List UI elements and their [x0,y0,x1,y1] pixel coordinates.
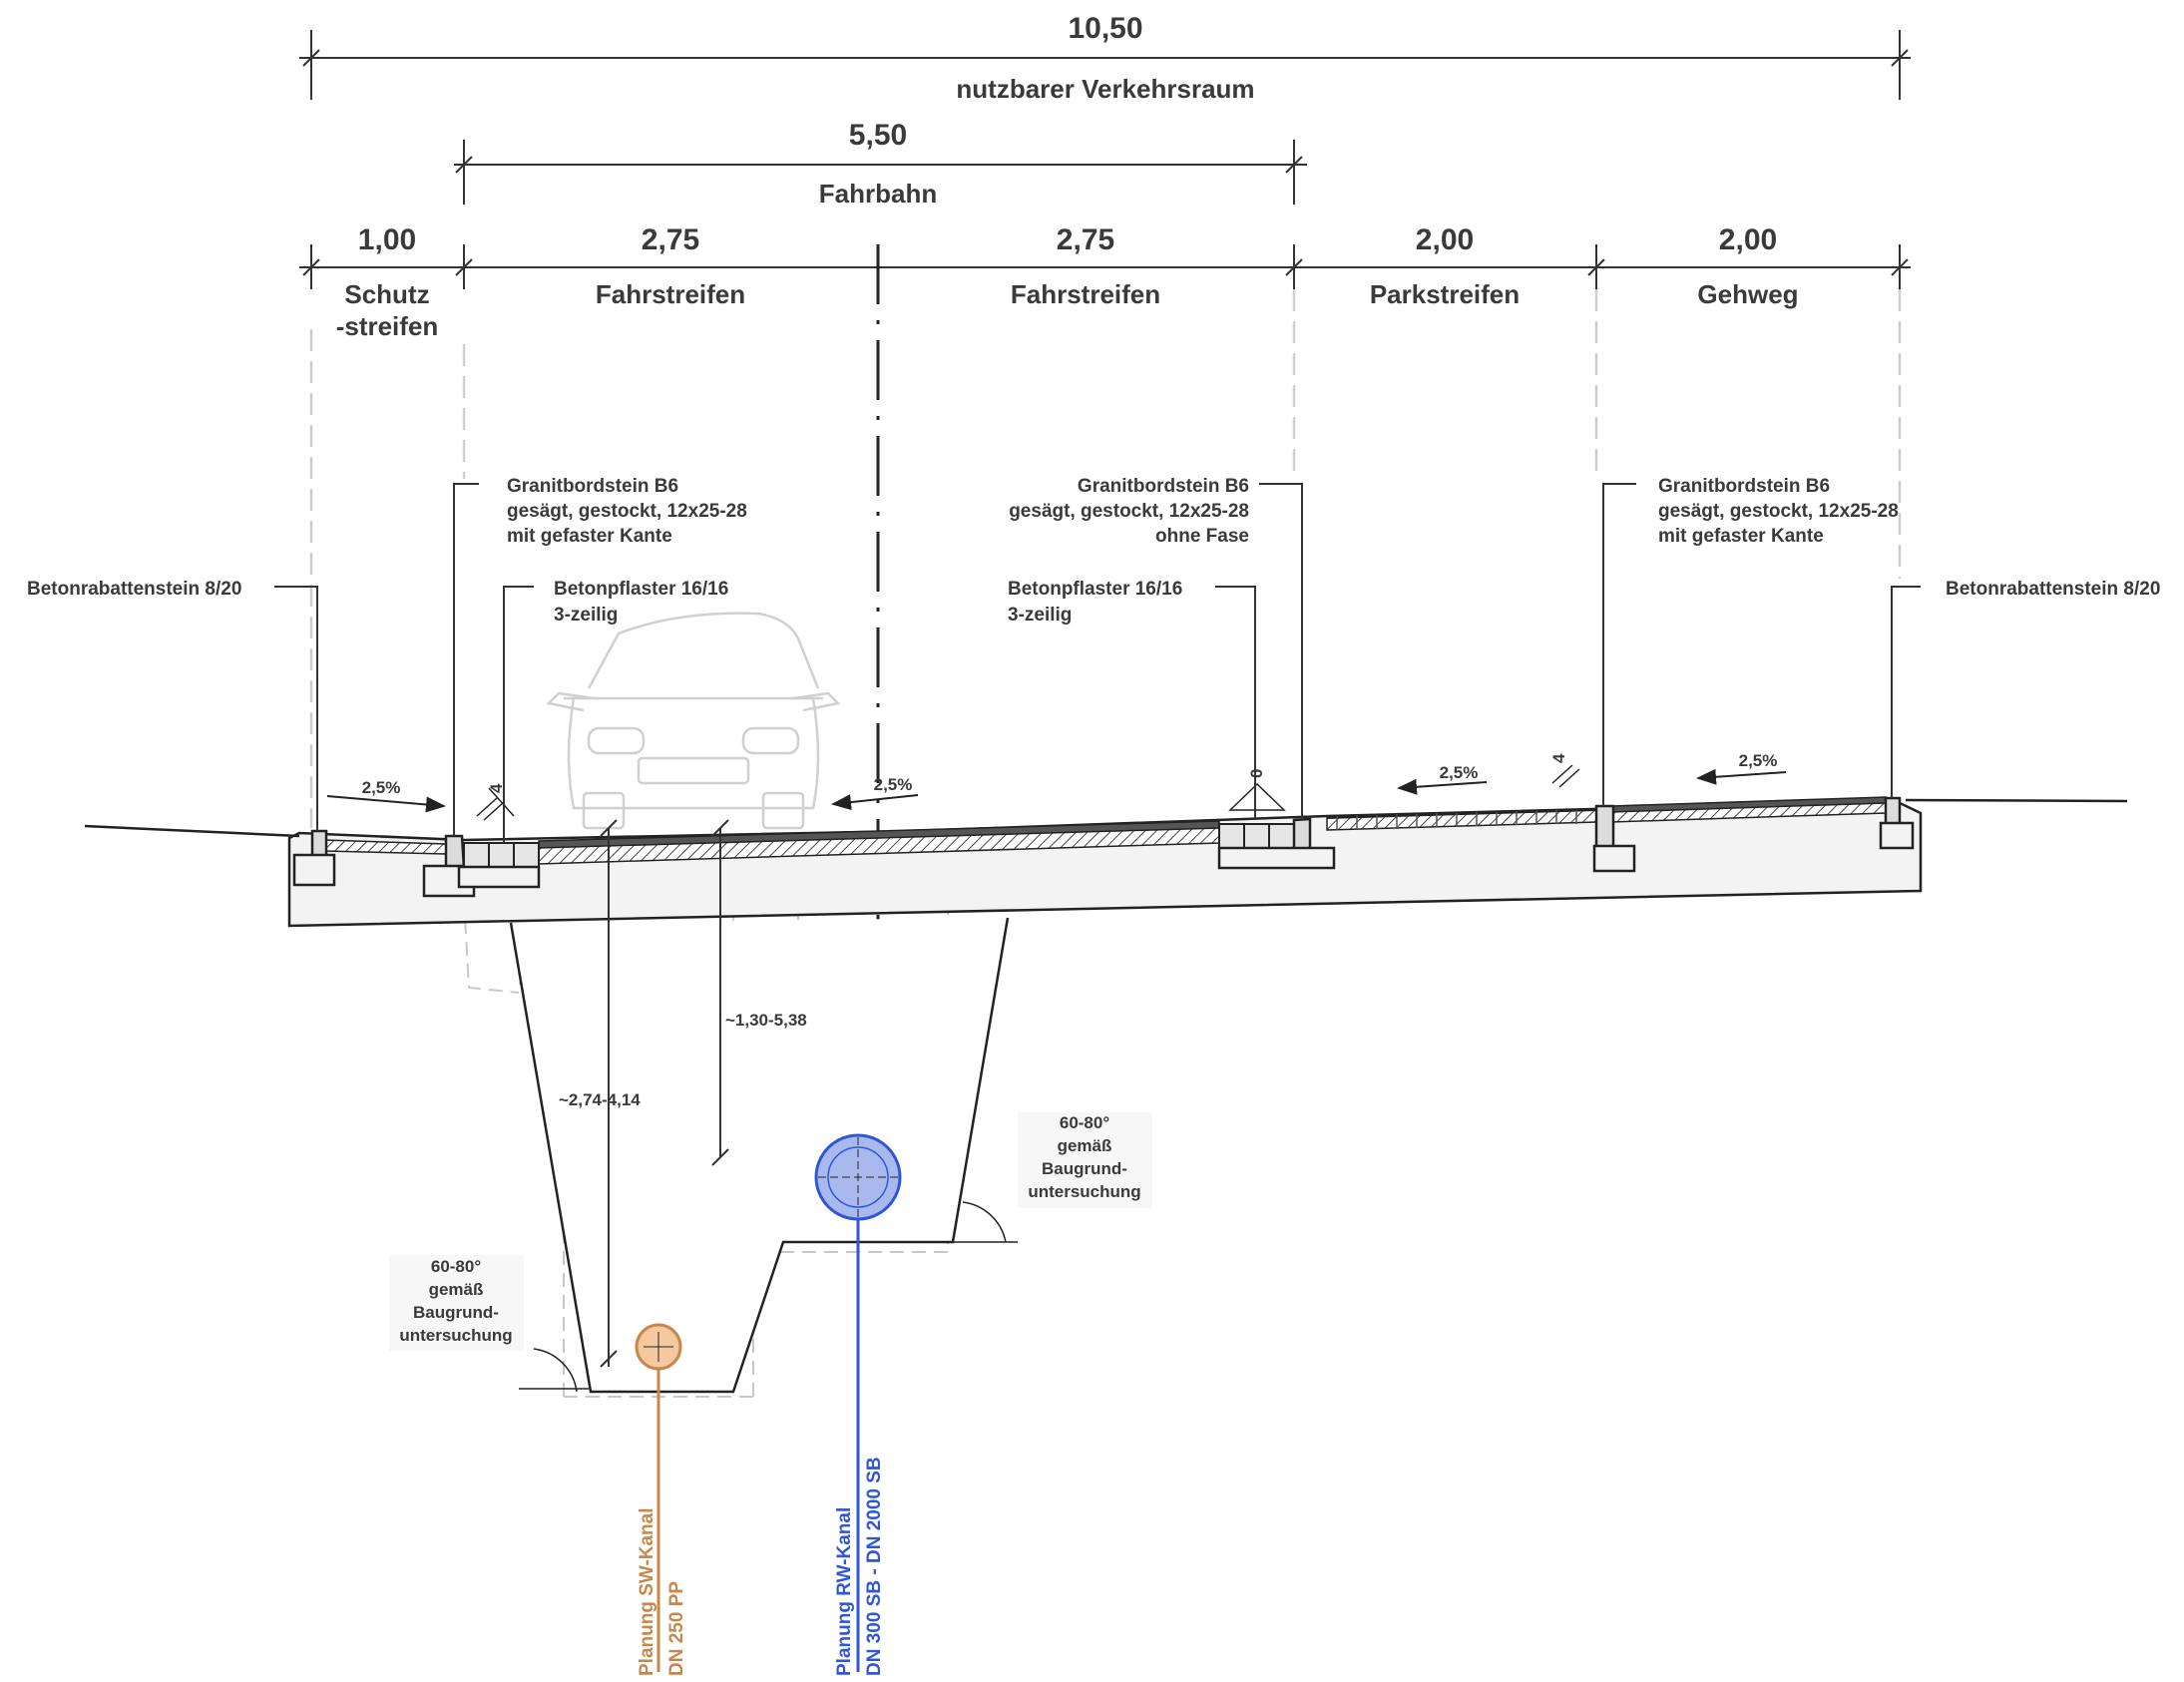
annotation-paving-left: Betonpflaster 16/16 3-zeilig [554,579,728,626]
reveal-middle: 0 [1247,769,1266,778]
segment-label-lane-left: Fahrstreifen [596,279,745,309]
reveal-right: 4 [1549,753,1568,763]
svg-text:Granitbordstein B6: Granitbordstein B6 [1658,476,1830,497]
road-body [287,796,1923,928]
rw-pipe-name: Planung RW-Kanal [834,1507,855,1676]
svg-text:gemäß: gemäß [429,1280,484,1299]
rw-pipe [814,1133,902,1672]
slope-sidewalk: 2,5% [1739,751,1778,770]
slope-protective: 2,5% [362,778,401,797]
svg-text:mit gefaster Kante: mit gefaster Kante [1658,526,1824,547]
svg-text:untersuchung: untersuchung [1028,1182,1140,1201]
svg-text:ohne Fase: ohne Fase [1155,526,1249,547]
segment-width-lane-left: 2,75 [642,223,699,256]
svg-text:Baugrund-: Baugrund- [1042,1159,1127,1178]
sw-pipe-spec: DN 250 PP [666,1581,687,1676]
svg-text:gesägt, gestockt, 12x25-28: gesägt, gestockt, 12x25-28 [507,501,747,522]
car-outline [546,612,841,830]
depth-sw-label: ~2,74-4,14 [559,1090,641,1109]
reveal-left: 4 [487,783,506,793]
sw-pipe-name: Planung SW-Kanal [637,1507,657,1676]
svg-text:Granitbordstein B6: Granitbordstein B6 [507,476,678,497]
svg-text:gemäß: gemäß [1058,1136,1112,1155]
segment-label-parking: Parkstreifen [1370,279,1520,309]
carriageway-width-value: 5,50 [849,119,907,152]
svg-text:Betonpflaster 16/16: Betonpflaster 16/16 [1008,579,1182,600]
annotation-granite-right: Granitbordstein B6 gesägt, gestockt, 12x… [1658,476,1899,547]
segment-width-protective: 1,00 [358,223,416,256]
trench [463,888,1010,1398]
dimension-chain: 10,50 nutzbarer Verkehrsraum 5,50 Fahrba… [299,12,1911,341]
annotation-edge-left: Betonrabattenstein 8/20 [27,579,241,600]
segment-label-protective-1: Schutz [344,279,429,309]
segment-label-protective-2: -streifen [336,311,439,341]
svg-text:untersuchung: untersuchung [399,1326,512,1345]
annotation-leaders [274,483,1921,843]
segment-width-sidewalk: 2,00 [1719,223,1777,256]
angle-note-right: 60-80° gemäß Baugrund- untersuchung [948,1112,1152,1243]
svg-text:Betonpflaster 16/16: Betonpflaster 16/16 [554,579,728,600]
svg-text:Granitbordstein B6: Granitbordstein B6 [1078,476,1249,497]
annotation-paving-right: Betonpflaster 16/16 3-zeilig [1008,579,1182,626]
curb-reveal-markers [476,764,1580,821]
svg-text:60-80°: 60-80° [1060,1113,1109,1132]
svg-text:mit gefaster Kante: mit gefaster Kante [507,526,672,547]
slope-parking: 2,5% [1440,763,1479,782]
sw-pipe [635,1323,682,1672]
svg-text:gesägt, gestockt, 12x25-28: gesägt, gestockt, 12x25-28 [1658,501,1899,522]
segment-label-lane-right: Fahrstreifen [1011,279,1160,309]
segment-width-lane-right: 2,75 [1057,223,1114,256]
angle-note-left: 60-80° gemäß Baugrund- untersuchung [389,1255,589,1393]
annotation-granite-middle: Granitbordstein B6 gesägt, gestockt, 12x… [1009,476,1249,547]
segment-label-sidewalk: Gehweg [1697,279,1798,309]
annotation-granite-left: Granitbordstein B6 gesägt, gestockt, 12x… [507,476,747,547]
svg-text:Baugrund-: Baugrund- [413,1303,499,1322]
rw-pipe-spec: DN 300 SB - DN 2000 SB [864,1457,885,1676]
svg-text:60-80°: 60-80° [431,1257,481,1276]
svg-text:3-zeilig: 3-zeilig [554,605,618,626]
depth-dimensions [600,819,729,1368]
terrain-left [84,824,300,838]
annotation-edge-right: Betonrabattenstein 8/20 [1946,579,2160,600]
segment-width-parking: 2,00 [1416,223,1474,256]
total-width-value: 10,50 [1068,12,1142,45]
total-width-label: nutzbarer Verkehrsraum [956,74,1254,104]
slope-carriageway: 2,5% [874,775,913,794]
extension-lines [309,289,1902,828]
svg-text:gesägt, gestockt, 12x25-28: gesägt, gestockt, 12x25-28 [1009,501,1249,522]
slope-arrows: 2,5% 2,5% 2,5% 2,5% [326,751,1787,813]
svg-text:3-zeilig: 3-zeilig [1008,605,1072,626]
carriageway-label: Fahrbahn [819,179,937,209]
depth-rw-label: ~1,30-5,38 [725,1011,807,1030]
terrain-right [1905,798,2128,803]
